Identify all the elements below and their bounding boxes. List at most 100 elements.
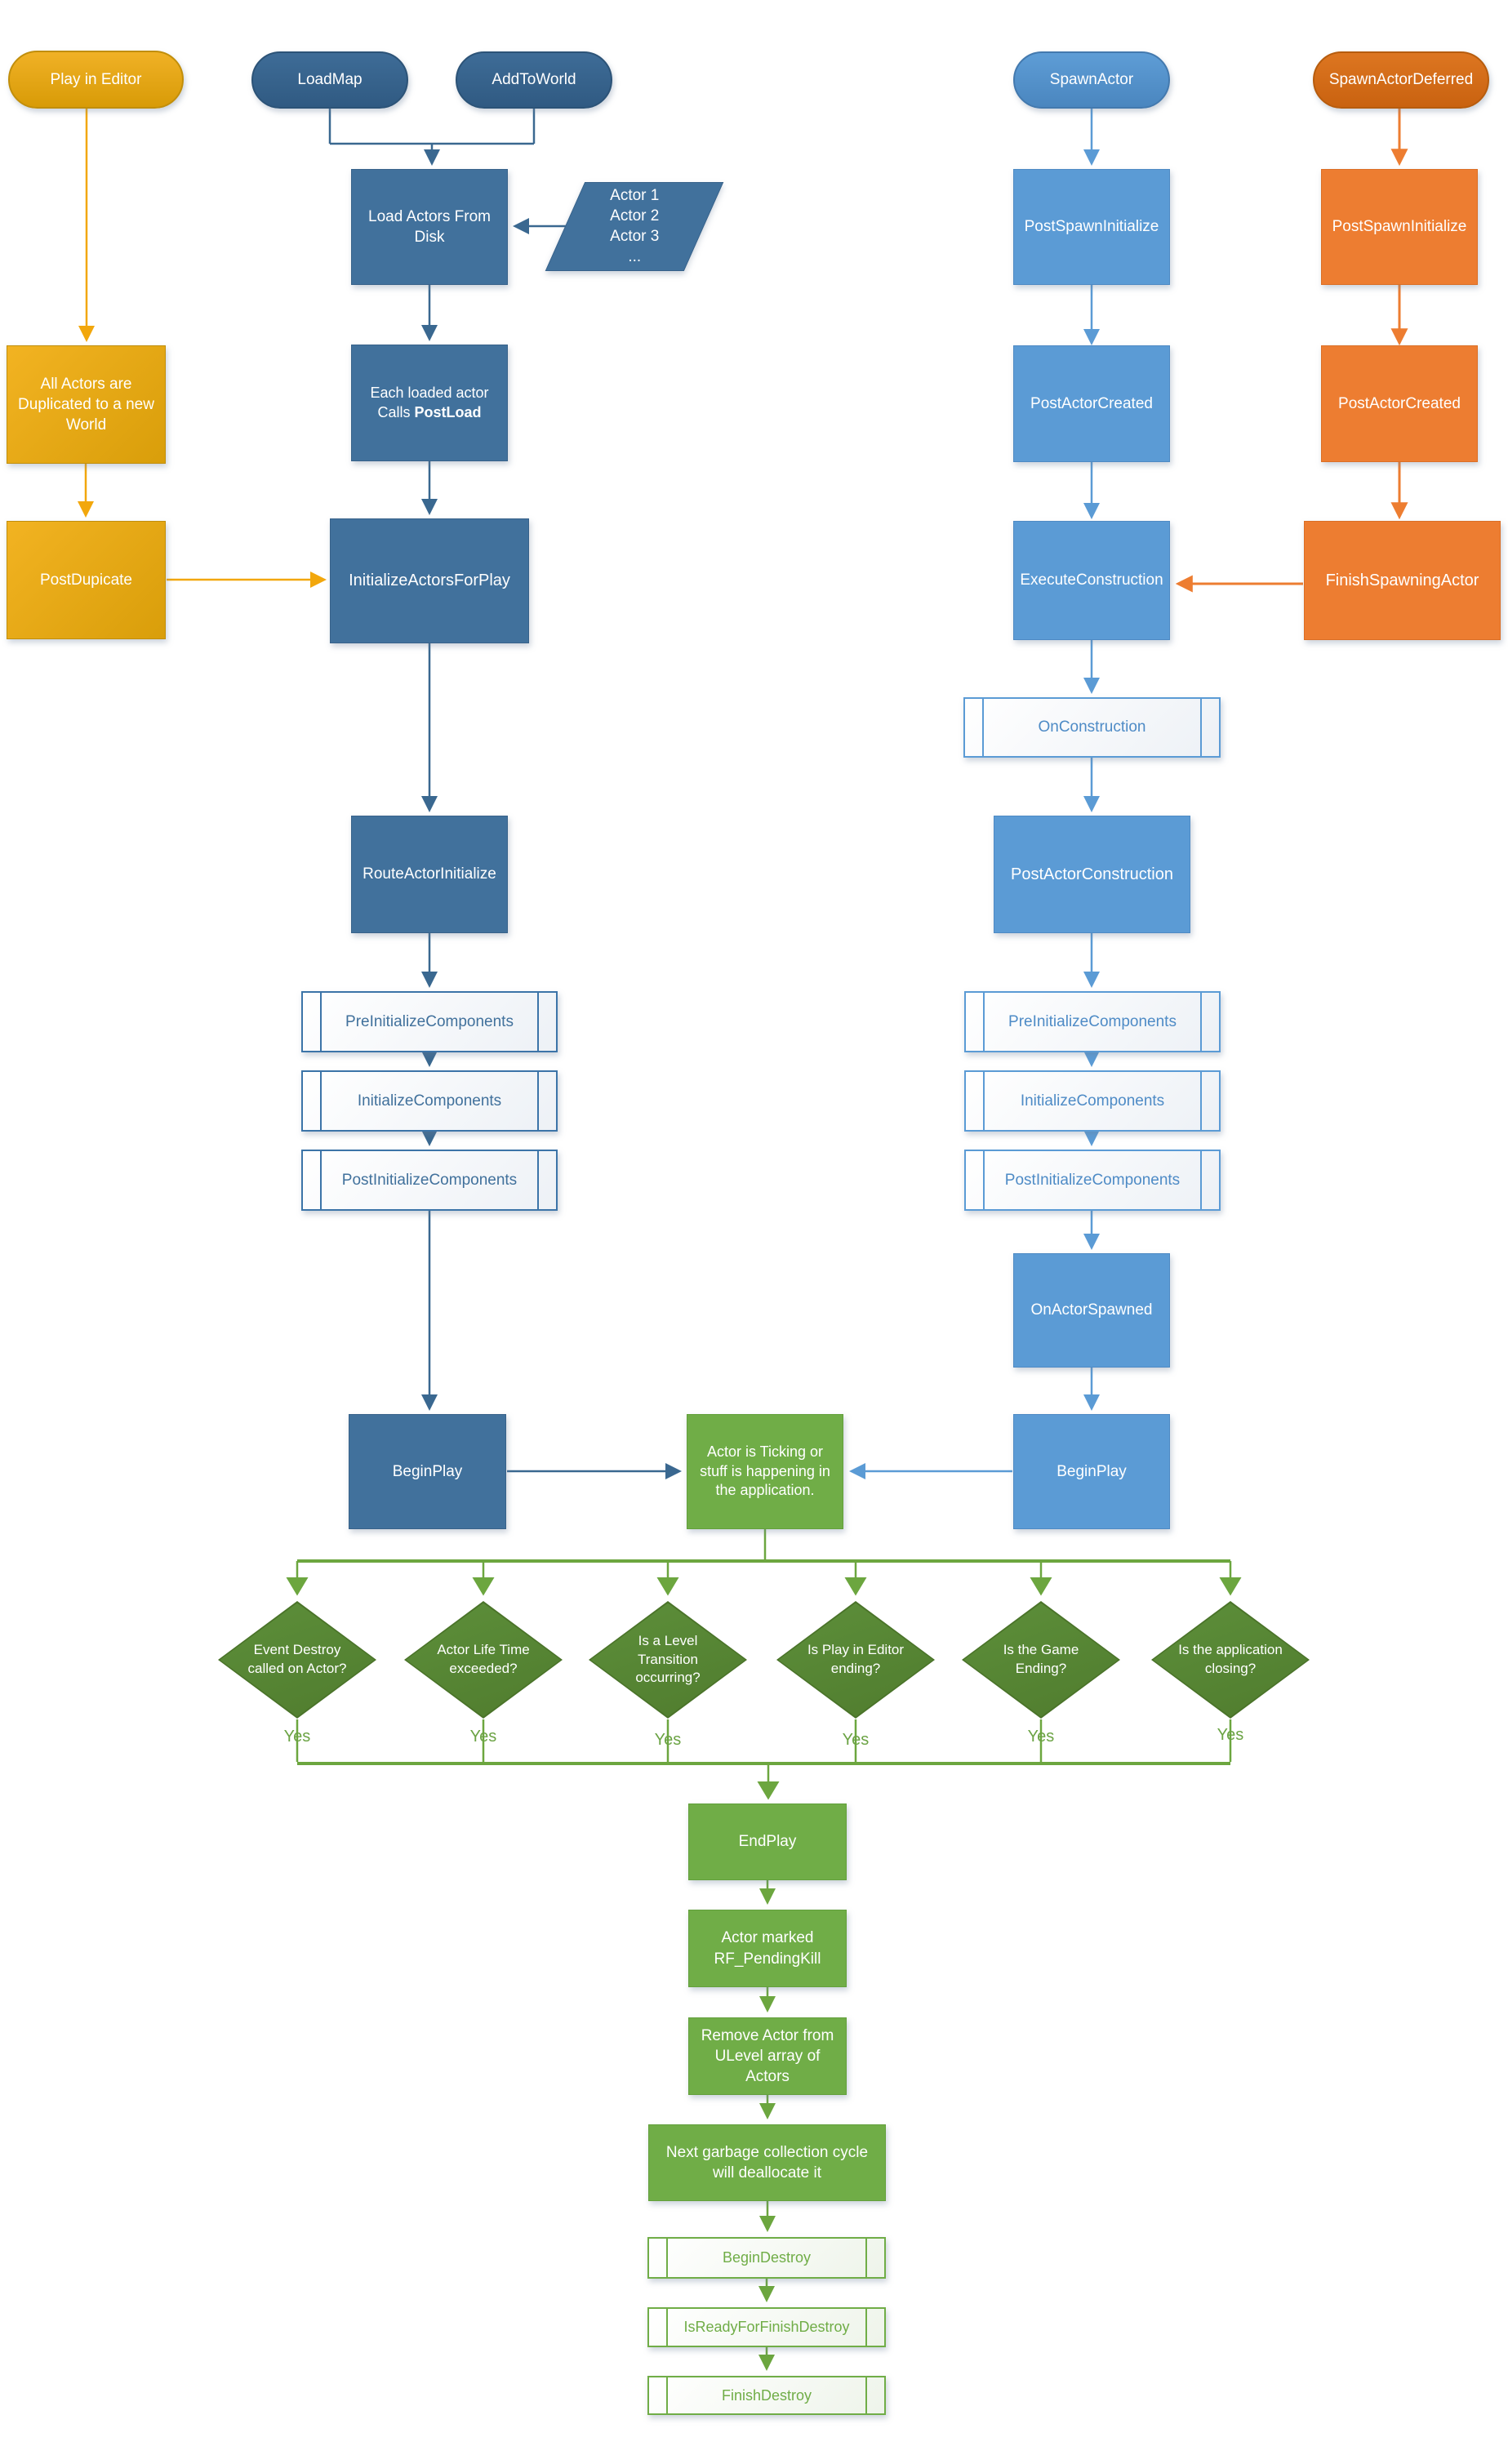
step-on-actor-spawned-label: OnActorSpawned: [1030, 1301, 1153, 1319]
decision-game-ending-label: Is the Game Ending?: [1003, 1642, 1079, 1676]
step-load-actors-from-disk: Load Actors From Disk: [351, 169, 508, 285]
step-actor-marked-pending-kill: Actor marked RF_PendingKill: [688, 1910, 847, 1987]
decision-event-destroy-label: Event Destroy called on Actor?: [247, 1642, 347, 1676]
subroutine-side-bar: [320, 1072, 322, 1130]
step-begin-play-right-label: BeginPlay: [1056, 1462, 1127, 1480]
step-execute-construction-label: ExecuteConstruction: [1020, 572, 1163, 589]
subroutine-side-bar: [666, 2239, 668, 2277]
subroutine-side-bar: [1200, 699, 1202, 756]
yes-label: Yes: [1217, 1726, 1244, 1744]
step-load-actors-from-disk-label: Load Actors From Disk: [368, 207, 491, 246]
decision-level-transition: Is a Level Transition occurring?: [589, 1601, 747, 1719]
step-initialize-actors-for-play-label: InitializeActorsForPlay: [349, 572, 510, 590]
step-route-actor-initialize: RouteActorInitialize: [351, 816, 508, 933]
step-post-spawn-initialize-blue-label: PostSpawnInitialize: [1024, 218, 1159, 236]
subroutine-side-bar: [865, 2239, 867, 2277]
subroutine-side-bar: [1200, 1072, 1202, 1130]
step-execute-construction: ExecuteConstruction: [1013, 521, 1170, 640]
subroutine-post-initialize-components-right: PostInitializeComponents: [964, 1150, 1221, 1211]
yes-label: Yes: [283, 1728, 311, 1746]
terminal-spawn-actor-label: SpawnActor: [1049, 71, 1134, 89]
step-finish-spawning-actor-label: FinishSpawningActor: [1325, 571, 1479, 589]
decision-level-transition-label: Is a Level Transition occurring?: [635, 1632, 701, 1686]
step-route-actor-initialize-label: RouteActorInitialize: [363, 865, 496, 883]
subroutine-side-bar: [666, 2377, 668, 2413]
subroutine-is-ready-for-finish-destroy-label: IsReadyForFinishDestroy: [683, 2319, 850, 2335]
step-post-spawn-initialize-blue: PostSpawnInitialize: [1013, 169, 1170, 285]
step-begin-play-left: BeginPlay: [349, 1414, 506, 1529]
subroutine-side-bar: [1200, 993, 1202, 1051]
step-begin-play-left-label: BeginPlay: [392, 1462, 463, 1480]
subroutine-post-initialize-components-right-label: PostInitializeComponents: [1004, 1171, 1181, 1189]
step-next-garbage-collection: Next garbage collection cycle will deall…: [648, 2124, 886, 2201]
step-remove-actor-from-ulevel-label: Remove Actor from ULevel array of Actors: [701, 2026, 834, 2086]
step-on-actor-spawned: OnActorSpawned: [1013, 1253, 1170, 1368]
decision-application-closing-label: Is the application closing?: [1178, 1642, 1283, 1676]
data-actor-list-lines: Actor 1 Actor 2 Actor 3 ...: [609, 187, 660, 266]
subroutine-finish-destroy-label: FinishDestroy: [721, 2386, 812, 2404]
decision-pie-ending-label: Is Play in Editor ending?: [807, 1642, 905, 1676]
subroutine-post-initialize-components-left: PostInitializeComponents: [301, 1150, 558, 1211]
terminal-add-to-world-label: AddToWorld: [492, 71, 576, 89]
step-all-actors-duplicated: All Actors are Duplicated to a new World: [7, 345, 166, 464]
subroutine-begin-destroy-label: BeginDestroy: [722, 2249, 812, 2266]
subroutine-side-bar: [982, 699, 984, 756]
step-post-dupicate: PostDupicate: [7, 521, 166, 639]
step-post-actor-created-blue-label: PostActorCreated: [1030, 394, 1153, 412]
step-initialize-actors-for-play: InitializeActorsForPlay: [330, 518, 529, 643]
subroutine-initialize-components-left: InitializeComponents: [301, 1070, 558, 1132]
step-finish-spawning-actor: FinishSpawningActor: [1304, 521, 1501, 640]
subroutine-finish-destroy: FinishDestroy: [647, 2376, 886, 2415]
subroutine-pre-initialize-components-left-label: PreInitializeComponents: [345, 1012, 514, 1030]
yes-label: Yes: [842, 1731, 870, 1749]
terminal-play-in-editor-label: Play in Editor: [50, 70, 142, 88]
subroutine-side-bar: [666, 2309, 668, 2346]
subroutine-side-bar: [983, 1072, 985, 1130]
subroutine-side-bar: [320, 1151, 322, 1209]
subroutine-side-bar: [320, 993, 322, 1051]
yes-label: Yes: [654, 1731, 682, 1749]
subroutine-initialize-components-right: InitializeComponents: [964, 1070, 1221, 1132]
step-post-dupicate-label: PostDupicate: [39, 571, 132, 589]
subroutine-pre-initialize-components-right: PreInitializeComponents: [964, 991, 1221, 1052]
subroutine-side-bar: [537, 1072, 539, 1130]
step-post-actor-created-orange-label: PostActorCreated: [1338, 394, 1461, 412]
yes-label: Yes: [469, 1728, 497, 1746]
decision-event-destroy: Event Destroy called on Actor?: [218, 1601, 376, 1719]
subroutine-initialize-components-right-label: InitializeComponents: [1020, 1092, 1165, 1110]
decision-application-closing: Is the application closing?: [1151, 1601, 1310, 1719]
subroutine-on-construction-label: OnConstruction: [1038, 718, 1146, 736]
terminal-load-map: LoadMap: [251, 51, 408, 109]
subroutine-initialize-components-left-label: InitializeComponents: [357, 1092, 502, 1110]
step-actor-marked-pending-kill-label: Actor marked RF_PendingKill: [714, 1929, 821, 1968]
decision-game-ending: Is the Game Ending?: [962, 1601, 1120, 1719]
step-post-spawn-initialize-orange-label: PostSpawnInitialize: [1332, 218, 1467, 236]
decision-life-time-exceeded-label: Actor Life Time exceeded?: [437, 1642, 530, 1676]
subroutine-begin-destroy: BeginDestroy: [647, 2237, 886, 2279]
step-end-play-label: EndPlay: [738, 1833, 797, 1851]
step-begin-play-right: BeginPlay: [1013, 1414, 1170, 1529]
step-end-play: EndPlay: [688, 1804, 847, 1880]
decision-life-time-exceeded: Actor Life Time exceeded?: [404, 1601, 563, 1719]
subroutine-side-bar: [865, 2309, 867, 2346]
subroutine-on-construction: OnConstruction: [963, 697, 1221, 758]
step-post-actor-construction: PostActorConstruction: [994, 816, 1190, 933]
subroutine-is-ready-for-finish-destroy: IsReadyForFinishDestroy: [647, 2307, 886, 2347]
subroutine-side-bar: [537, 993, 539, 1051]
subroutine-side-bar: [983, 993, 985, 1051]
terminal-spawn-actor-deferred: SpawnActorDeferred: [1313, 51, 1489, 109]
step-post-spawn-initialize-orange: PostSpawnInitialize: [1321, 169, 1478, 285]
step-post-actor-created-blue: PostActorCreated: [1013, 345, 1170, 462]
yes-label: Yes: [1027, 1728, 1055, 1746]
terminal-play-in-editor: Play in Editor: [8, 51, 184, 109]
step-remove-actor-from-ulevel: Remove Actor from ULevel array of Actors: [688, 2017, 847, 2095]
state-actor-ticking: Actor is Ticking or stuff is happening i…: [687, 1414, 843, 1529]
subroutine-side-bar: [537, 1151, 539, 1209]
step-each-loaded-actor-postload-label: Each loaded actor Calls PostLoad: [370, 384, 489, 420]
decision-pie-ending: Is Play in Editor ending?: [776, 1601, 935, 1719]
terminal-load-map-label: LoadMap: [297, 71, 363, 89]
terminal-add-to-world: AddToWorld: [456, 51, 612, 109]
step-post-actor-created-orange: PostActorCreated: [1321, 345, 1478, 462]
